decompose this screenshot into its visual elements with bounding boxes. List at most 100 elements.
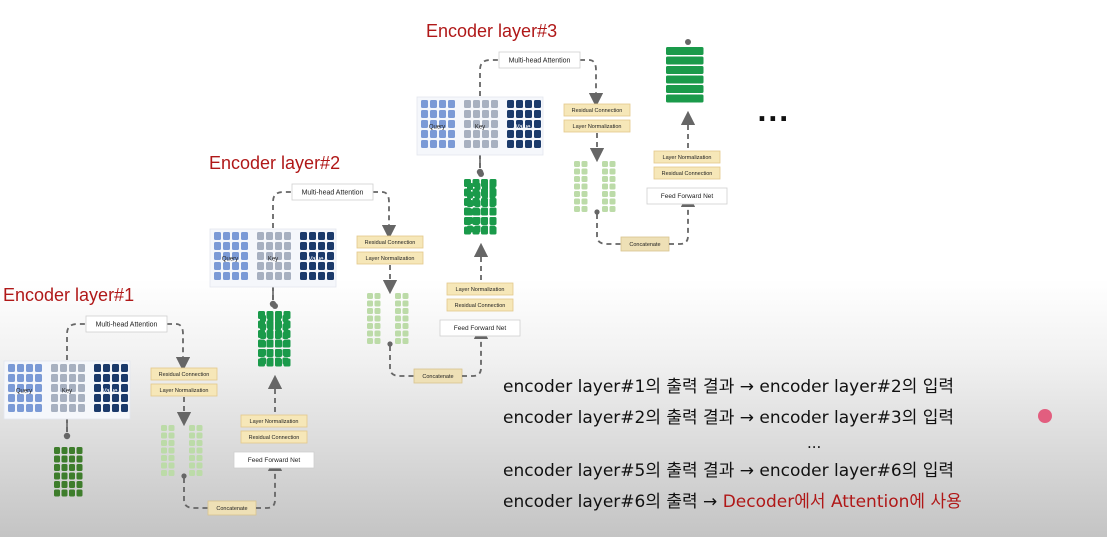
concat-in-line-2	[389, 346, 414, 377]
residual-top-2-box	[356, 235, 424, 249]
concat-label-1-text: Concatenate	[216, 506, 247, 512]
layer-title-2: Encoder layer#2	[209, 153, 341, 173]
note-final-highlight: Decoder에서 Attention에 사용	[722, 492, 962, 512]
final-output-matrix	[666, 47, 699, 103]
residual-bottom-2-box	[446, 298, 514, 312]
input-matrix-2	[260, 315, 289, 365]
input-matrix-1	[54, 447, 83, 497]
key-matrix-3	[464, 100, 498, 148]
layernorm-top-1-text: Layer Normalization	[160, 388, 209, 394]
notes-panel: encoder layer#1의 출력 결과 → encoder layer#2…	[503, 372, 1103, 518]
concat-node-3	[594, 209, 600, 215]
query-label-2: Query	[222, 257, 238, 263]
layer-title-3: Encoder layer#3	[426, 21, 558, 41]
layernorm-bottom-3-box	[653, 150, 721, 164]
note-2: encoder layer#2의 출력 결과 → encoder layer#3…	[503, 408, 955, 428]
attention-label-3-box	[498, 51, 581, 69]
attention-label-1-text: Multi-head Attention	[96, 321, 158, 328]
ffn-label-3-text: Feed Forward Net	[661, 193, 714, 200]
value-matrix-2	[300, 232, 334, 280]
output-matrix-3	[671, 47, 704, 103]
concat-label-2-text: Concatenate	[422, 374, 453, 380]
residual-bottom-3-box	[653, 166, 721, 180]
head-output-b-1	[189, 425, 203, 476]
head-output-b-3	[602, 161, 616, 212]
residual-top-1-box	[150, 367, 218, 381]
layernorm-top-2-text: Layer Normalization	[366, 256, 415, 262]
continuation-ellipsis: ...	[757, 98, 790, 128]
layernorm-bottom-2-box	[446, 282, 514, 296]
layernorm-top-3-box	[563, 119, 631, 133]
concat-out-line-1	[256, 456, 283, 509]
input-matrix-3	[467, 183, 496, 233]
cursor-dot	[1038, 409, 1052, 423]
ffn-label-2-text: Feed Forward Net	[454, 325, 507, 332]
head-output-a-1	[161, 425, 175, 476]
layernorm-top-3-text: Layer Normalization	[573, 124, 622, 130]
residual-top-2-text: Residual Connection	[365, 240, 416, 246]
input-node-2	[269, 300, 277, 308]
concat-in-line-1	[183, 478, 208, 509]
attention-label-2-text: Multi-head Attention	[302, 189, 364, 196]
attention-label-2-box	[291, 183, 374, 201]
query-label-3: Query	[429, 125, 445, 131]
attention-output-line-1	[167, 323, 191, 372]
key-matrix-2	[257, 232, 291, 280]
layernorm-bottom-2-text: Layer Normalization	[456, 287, 505, 293]
residual-bottom-3-text: Residual Connection	[662, 171, 713, 177]
head-output-a-3	[574, 161, 588, 212]
concat-in-line-3	[596, 214, 621, 245]
note-1: encoder layer#1의 출력 결과 → encoder layer#2…	[503, 377, 955, 397]
attention-label-3-text: Multi-head Attention	[509, 57, 571, 64]
attention-label-1-box	[85, 315, 168, 333]
output-node-3	[685, 39, 691, 45]
concat-out-line-3	[669, 192, 696, 245]
input-node-1	[63, 432, 71, 440]
value-label-3: Value	[516, 125, 532, 131]
ffn-label-2-box	[439, 319, 521, 337]
note-final-prefix: encoder layer#6의 출력 →	[503, 492, 723, 512]
ffn-label-1-text: Feed Forward Net	[248, 457, 301, 464]
layer-title-1: Encoder layer#1	[3, 285, 135, 305]
value-matrix-1	[94, 364, 128, 412]
input-node-3	[476, 168, 484, 176]
key-label-2: Key	[268, 257, 278, 263]
note-final: encoder layer#6의 출력 → Decoder에서 Attentio…	[503, 487, 1103, 518]
layernorm-bottom-1-text: Layer Normalization	[250, 419, 299, 425]
ffn-label-1-box	[233, 451, 315, 469]
query-matrix-1	[8, 364, 42, 412]
residual-bottom-1-box	[240, 430, 308, 444]
residual-bottom-2-text: Residual Connection	[455, 303, 506, 309]
concat-node-1	[181, 473, 187, 479]
residual-top-3-box	[563, 103, 631, 117]
key-label-3: Key	[475, 125, 485, 131]
concat-label-3-text: Concatenate	[629, 242, 660, 248]
note-ellipsis: ...	[807, 434, 822, 452]
attention-output-line-3	[580, 59, 604, 108]
residual-bottom-1-text: Residual Connection	[249, 435, 300, 441]
layernorm-bottom-1-box	[240, 414, 308, 428]
query-matrix-3	[421, 100, 455, 148]
key-matrix-1	[51, 364, 85, 412]
layernorm-bottom-3-text: Layer Normalization	[663, 155, 712, 161]
attention-output-line-2	[373, 191, 397, 240]
key-label-1: Key	[62, 389, 72, 395]
value-label-2: Value	[309, 257, 325, 263]
head-output-a-2	[367, 293, 381, 344]
layernorm-top-2-box	[356, 251, 424, 265]
value-label-1: Value	[103, 389, 119, 395]
residual-top-3-text: Residual Connection	[572, 108, 623, 114]
concat-out-line-2	[462, 324, 489, 377]
value-matrix-3	[507, 100, 541, 148]
residual-top-1-text: Residual Connection	[159, 372, 210, 378]
query-label-1: Query	[16, 389, 32, 395]
ffn-label-3-box	[646, 187, 728, 205]
concat-node-2	[387, 341, 393, 347]
note-5: encoder layer#5의 출력 결과 → encoder layer#6…	[503, 461, 955, 481]
query-matrix-2	[214, 232, 248, 280]
layernorm-top-1-box	[150, 383, 218, 397]
